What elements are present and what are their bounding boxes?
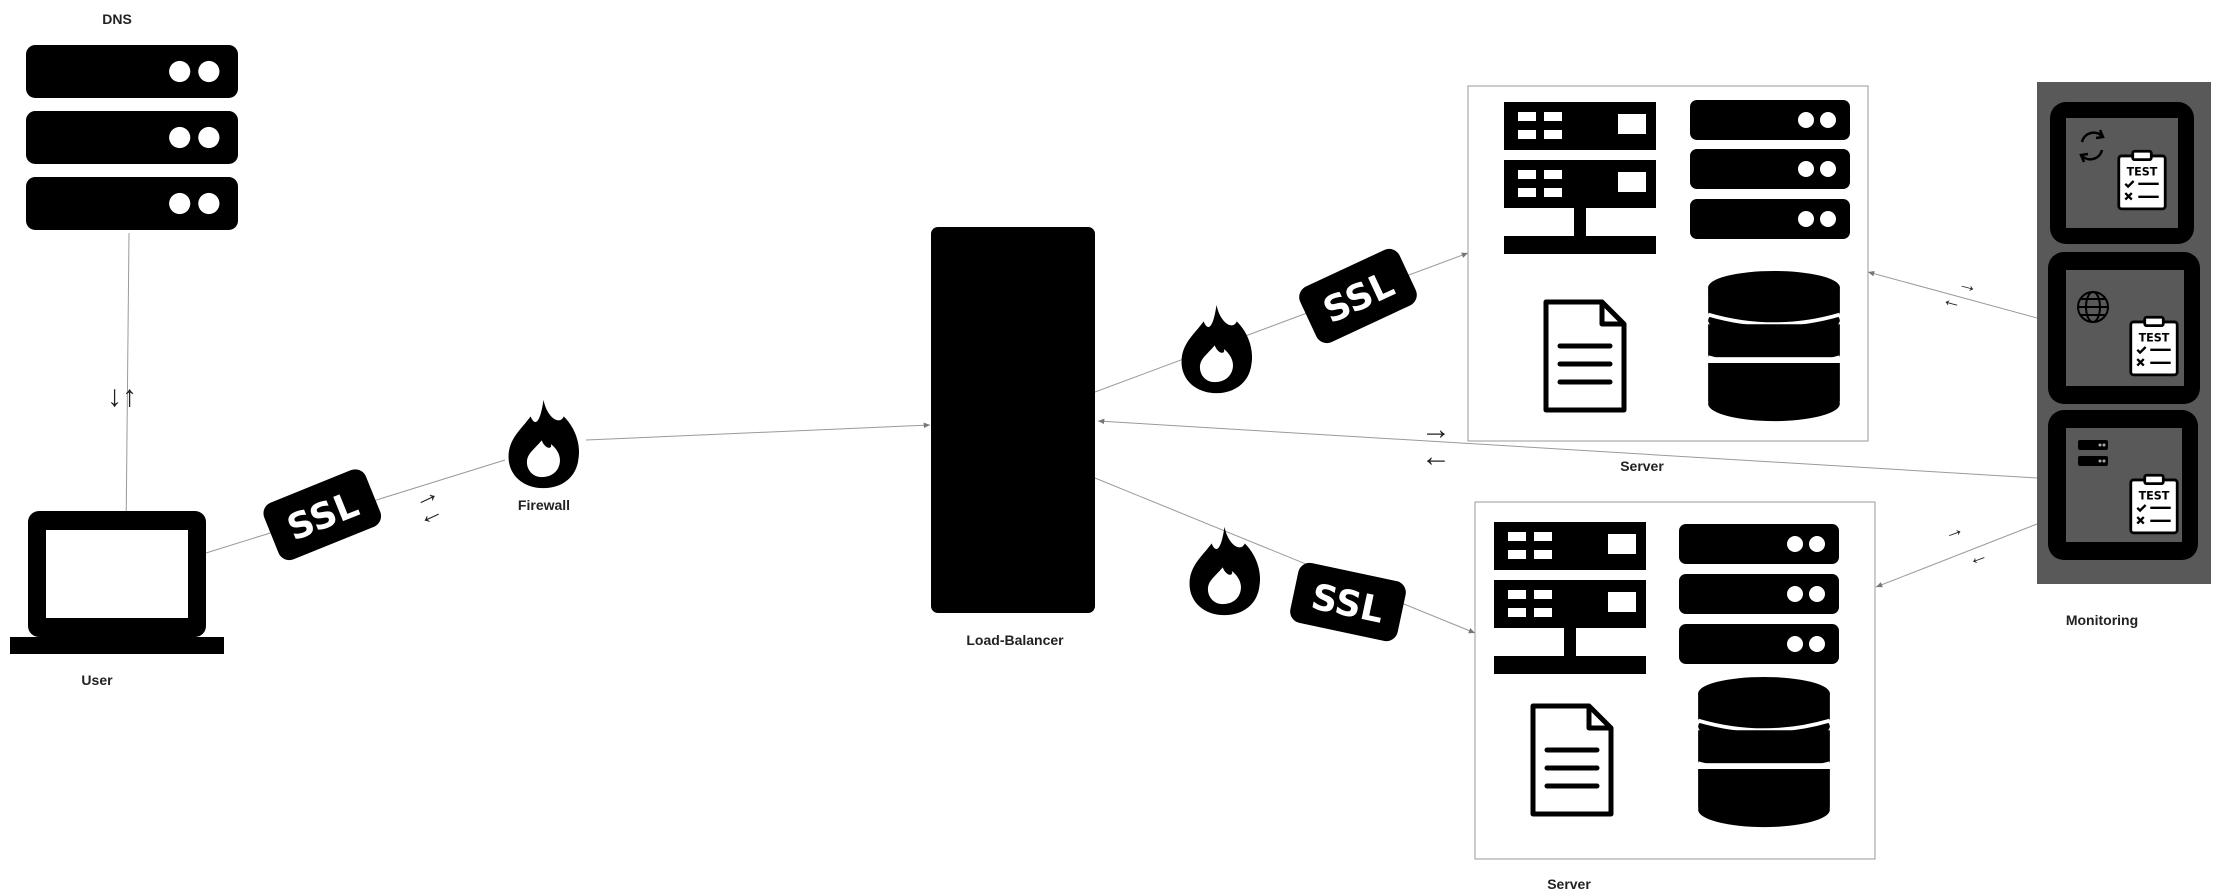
dns-server-rack-icon xyxy=(26,45,238,230)
document-icon xyxy=(1546,302,1624,410)
monitoring-label: Monitoring xyxy=(2065,612,2139,628)
test-clipboard-icon xyxy=(2129,315,2179,377)
server-bottom-group xyxy=(1474,501,1876,860)
server-top-label: Server xyxy=(1620,458,1664,474)
dns-label: DNS xyxy=(102,11,132,27)
load-balancer-icon xyxy=(931,227,1095,613)
monitoring-server-top-connector xyxy=(1867,270,2038,319)
rack-unit xyxy=(26,111,238,164)
left-arrow-icon: ← xyxy=(1421,440,1451,473)
down-arrow-icon: ↓ xyxy=(107,380,122,413)
rack-unit xyxy=(1679,524,1839,564)
monitoring-panel xyxy=(2037,82,2211,584)
ssl-badge-icon xyxy=(259,465,385,564)
up-arrow-icon: ↑ xyxy=(122,380,137,413)
firewall-flame-icon xyxy=(1189,526,1261,616)
user-label: User xyxy=(81,672,113,688)
lb-server-bottom-connector xyxy=(1094,477,1476,634)
firewall-flame-icon xyxy=(508,399,580,489)
database-icon xyxy=(1706,270,1842,424)
rack-unit xyxy=(1690,199,1850,239)
server-bottom-label: Server xyxy=(1547,876,1591,892)
rack-unit xyxy=(26,177,238,230)
rack-unit xyxy=(1690,100,1850,140)
test-clipboard-icon xyxy=(2117,149,2167,211)
connectors xyxy=(125,232,2038,634)
document-icon xyxy=(1533,706,1611,814)
globe-icon xyxy=(2077,291,2109,323)
monitoring-lb-connector xyxy=(1097,418,2038,479)
dns-user-arrows: ↓↑ xyxy=(107,380,137,414)
ssl-badge-icon xyxy=(1295,245,1421,347)
rack-unit xyxy=(26,45,238,98)
lb-server-top-connector xyxy=(1094,252,1469,393)
dns-user-connector xyxy=(125,232,130,537)
ssl-badge-icon xyxy=(1288,560,1408,644)
server-top-group xyxy=(1467,85,1869,442)
monitoring-server-bottom-connector xyxy=(1875,523,2038,588)
firewall-label: Firewall xyxy=(517,497,571,513)
firewall-lb-connector xyxy=(585,422,931,441)
rack-unit xyxy=(1690,149,1850,189)
right-arrow-icon: → xyxy=(1421,413,1451,446)
firewall-flame-icon xyxy=(1181,304,1253,394)
mini-server-icon xyxy=(2078,440,2108,466)
rack-unit xyxy=(1679,624,1839,664)
sync-icon xyxy=(2080,129,2105,143)
laptop-icon xyxy=(10,511,224,654)
rack-unit xyxy=(1679,574,1839,614)
test-clipboard-icon xyxy=(2129,473,2179,535)
load-balancer-label: Load-Balancer xyxy=(966,632,1064,648)
database-icon xyxy=(1696,676,1832,830)
